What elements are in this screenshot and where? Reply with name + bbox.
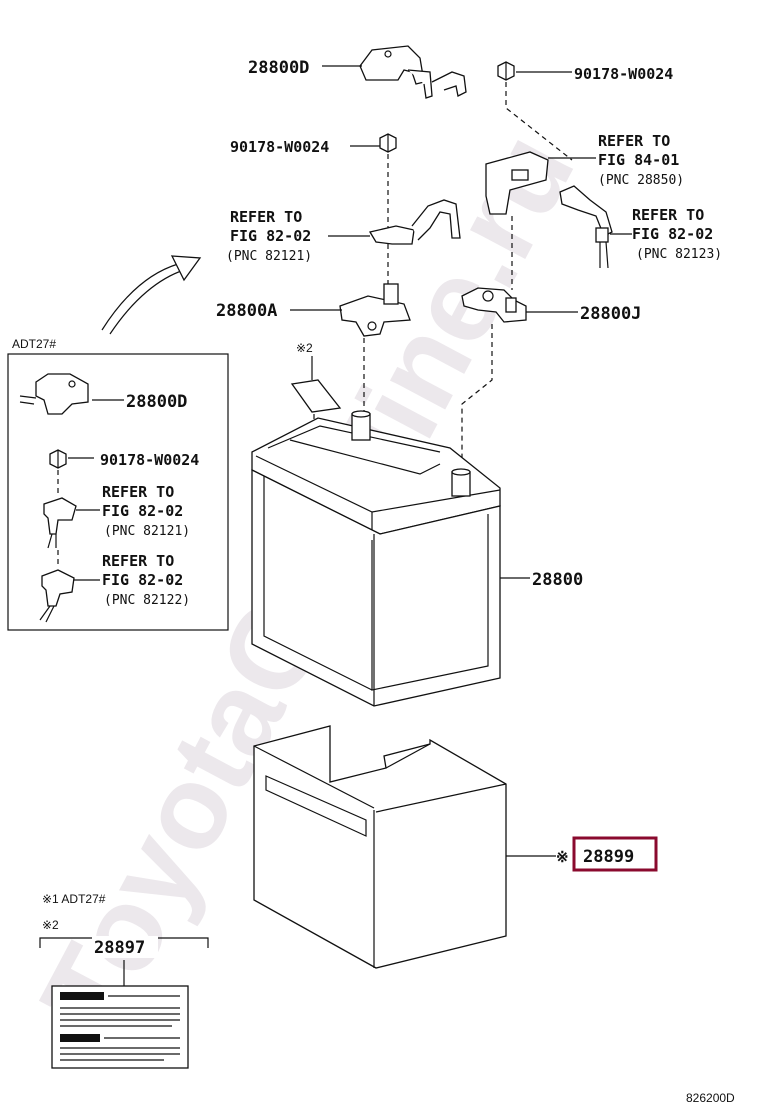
cable-terminal-82121[interactable] xyxy=(368,199,461,245)
label-28800J[interactable]: 28800J xyxy=(580,304,641,324)
inset-terminal-82121[interactable] xyxy=(43,497,77,549)
label-refer-82-left-line3[interactable]: (PNC 82121) xyxy=(226,249,312,264)
label-part-28897[interactable]: 28897 xyxy=(94,938,145,958)
inset-bolt-icon[interactable] xyxy=(49,449,67,469)
label-cover-mark[interactable]: ※ xyxy=(556,848,569,866)
label-bolt-top-right[interactable]: 90178-W0024 xyxy=(574,65,673,83)
label-battery-28800[interactable]: 28800 xyxy=(532,570,583,590)
label-refer-82-left-line1[interactable]: REFER TO xyxy=(230,208,302,226)
inset-bracket-28800D[interactable] xyxy=(19,373,89,415)
label-refer-82-right-line1[interactable]: REFER TO xyxy=(632,206,704,224)
inset-box xyxy=(7,353,229,631)
battery-cover-28899[interactable] xyxy=(253,725,507,969)
label-cover-28899[interactable]: 28899 xyxy=(583,847,634,867)
inset-refB-line2[interactable]: FIG 82-02 xyxy=(102,571,183,589)
bolt-icon-top-right[interactable] xyxy=(497,61,515,81)
label-28800A[interactable]: 28800A xyxy=(216,301,277,321)
terminal-clamp-28800J[interactable] xyxy=(461,287,527,323)
footnote-1: ※1 ADT27# xyxy=(42,892,106,906)
label-note2-mark[interactable]: ※2 xyxy=(296,341,313,355)
highlight-box xyxy=(572,836,658,872)
inset-refB-line3[interactable]: (PNC 82122) xyxy=(104,593,190,608)
arrow-icon xyxy=(101,255,202,335)
inset-refA-line2[interactable]: FIG 82-02 xyxy=(102,502,183,520)
label-bolt-mid[interactable]: 90178-W0024 xyxy=(230,138,329,156)
part-28800D-bracket[interactable] xyxy=(359,45,467,99)
label-refer-84-line3[interactable]: (PNC 28850) xyxy=(598,173,684,188)
label-refer-82-right-line2[interactable]: FIG 82-02 xyxy=(632,225,713,243)
sticker-icon[interactable] xyxy=(290,379,342,413)
inset-terminal-82122[interactable] xyxy=(39,569,75,623)
inset-refB-line1[interactable]: REFER TO xyxy=(102,552,174,570)
inset-title: ADT27# xyxy=(12,337,56,351)
inset-refA-line3[interactable]: (PNC 82121) xyxy=(104,524,190,539)
inset-refA-line1[interactable]: REFER TO xyxy=(102,483,174,501)
label-refer-82-right-line3[interactable]: (PNC 82123) xyxy=(636,247,722,262)
battery-28800[interactable] xyxy=(251,410,501,707)
connector-28850[interactable] xyxy=(485,151,613,269)
warning-label-icon[interactable] xyxy=(51,985,189,1069)
bolt-icon-mid[interactable] xyxy=(379,133,397,153)
label-28800D-top[interactable]: 28800D xyxy=(248,58,309,78)
terminal-clamp-28800A[interactable] xyxy=(339,283,411,337)
label-refer-84-line1[interactable]: REFER TO xyxy=(598,132,670,150)
label-refer-84-line2[interactable]: FIG 84-01 xyxy=(598,151,679,169)
figure-code: 826200D xyxy=(686,1091,735,1105)
inset-label-bolt[interactable]: 90178-W0024 xyxy=(100,451,199,469)
footnote-2: ※2 xyxy=(42,918,59,932)
inset-label-28800D[interactable]: 28800D xyxy=(126,392,187,412)
label-refer-82-left-line2[interactable]: FIG 82-02 xyxy=(230,227,311,245)
